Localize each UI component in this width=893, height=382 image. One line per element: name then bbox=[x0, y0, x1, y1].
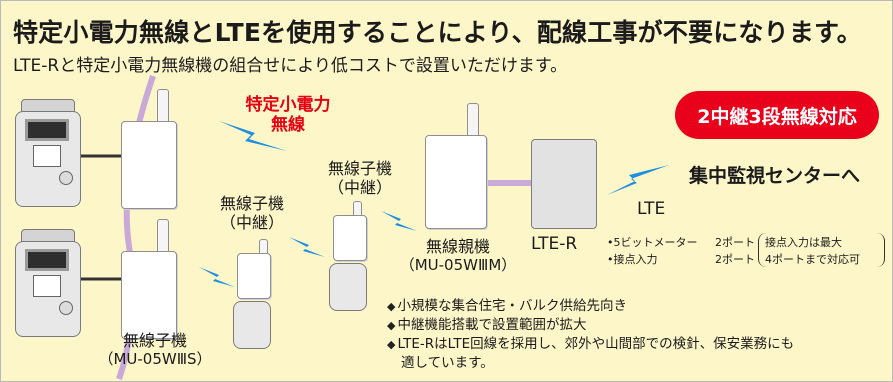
spec-row2-ports: 2ポート bbox=[715, 253, 755, 266]
radio-label: 特定小電力 無線 bbox=[233, 95, 343, 135]
gas-meter-bottom bbox=[15, 229, 81, 337]
master-label: 無線親機 （MU-05WⅢM） bbox=[383, 237, 533, 275]
spec-row1-item: •5ビットメーター bbox=[607, 236, 698, 249]
feature-text: 中継機能搭載で設置範囲が拡大 bbox=[397, 317, 587, 333]
gas-meter-top bbox=[15, 99, 81, 207]
spec-block: •5ビットメーター 2ポート •接点入力 2ポート 接点入力は最大 4ポートまで… bbox=[603, 231, 885, 271]
relay-2-title: 無線子機 bbox=[327, 159, 392, 178]
diamond-bullet-icon: ◆ bbox=[387, 338, 396, 351]
meter-display bbox=[25, 249, 69, 271]
spec-note-bracket bbox=[758, 233, 885, 267]
lte-r-label: LTE-R bbox=[531, 234, 578, 254]
relay-2-sub: （中継） bbox=[327, 178, 392, 197]
wireless-bolt-main bbox=[219, 121, 287, 151]
slave-label: 無線子機 （MU-05WⅢS） bbox=[85, 331, 225, 369]
relay-2-unit bbox=[333, 215, 367, 261]
diamond-bullet-icon: ◆ bbox=[387, 300, 396, 313]
diamond-bullet-icon: ◆ bbox=[387, 319, 396, 332]
feature-item: ◆LTE-RはLTE回線を採用し、郊外や山間部での検針、保安業務にも bbox=[387, 335, 794, 354]
meter-display bbox=[25, 119, 69, 141]
page-subtitle: LTE-Rと特定小電力無線機の組合せにより低コストで設置いただけます。 bbox=[13, 56, 568, 76]
feature-item: ◆中継機能搭載で設置範囲が拡大 bbox=[387, 316, 794, 335]
feature-text: 適しています。 bbox=[401, 355, 494, 371]
wireless-bolt-relay3 bbox=[381, 211, 417, 231]
meter-screen bbox=[33, 275, 61, 297]
spec-row1-ports: 2ポート bbox=[715, 236, 755, 249]
master-unit bbox=[425, 135, 487, 229]
wireless-bolt-lte bbox=[607, 165, 669, 195]
relay-2-meter bbox=[329, 263, 367, 311]
relay-1-sub: （中継） bbox=[219, 213, 284, 232]
slave-label-title: 無線子機 bbox=[122, 331, 187, 350]
relay-badge: 2中継3段無線対応 bbox=[675, 91, 879, 139]
feature-text: 小規模な集合住宅・バルク供給先向き bbox=[397, 298, 627, 314]
relay-1-unit bbox=[237, 253, 271, 299]
wireless-bolt-relay1 bbox=[199, 267, 235, 287]
slave-unit-top bbox=[121, 121, 177, 209]
wireless-bolt-relay2 bbox=[289, 237, 325, 257]
feature-text: LTE-RはLTE回線を採用し、郊外や山間部での検針、保安業務にも bbox=[397, 336, 795, 352]
slave-model: （MU-05WⅢS） bbox=[98, 350, 212, 368]
feature-item: 適しています。 bbox=[387, 354, 794, 373]
master-model: （MU-05WⅢM） bbox=[399, 256, 517, 274]
relay-1-meter bbox=[233, 301, 271, 349]
destination-label: 集中監視センターへ bbox=[689, 165, 861, 187]
lte-link-label: LTE bbox=[637, 199, 666, 219]
meter-dial bbox=[59, 301, 73, 315]
meter-screen bbox=[33, 145, 61, 167]
relay-1-title: 無線子機 bbox=[219, 194, 284, 213]
meter-dial bbox=[59, 171, 73, 185]
spec-note2: 4ポートまで対応可 bbox=[765, 253, 860, 266]
master-label-title: 無線親機 bbox=[425, 237, 490, 256]
radio-label-line1: 特定小電力 bbox=[245, 95, 331, 115]
slave-unit-bottom bbox=[121, 251, 177, 339]
lte-r-unit bbox=[531, 139, 597, 229]
feature-list: ◆小規模な集合住宅・バルク供給先向き ◆中継機能搭載で設置範囲が拡大 ◆LTE-… bbox=[387, 297, 794, 373]
page-title: 特定小電力無線とLTEを使用することにより、配線工事が不要になります。 bbox=[13, 18, 862, 47]
relay-1-label: 無線子機 （中継） bbox=[197, 194, 307, 232]
feature-item: ◆小規模な集合住宅・バルク供給先向き bbox=[387, 297, 794, 316]
spec-row2-item: •接点入力 bbox=[607, 253, 658, 266]
spec-note1: 接点入力は最大 bbox=[765, 236, 842, 249]
relay-2-label: 無線子機 （中継） bbox=[305, 159, 415, 197]
radio-label-line2: 無線 bbox=[271, 115, 305, 135]
